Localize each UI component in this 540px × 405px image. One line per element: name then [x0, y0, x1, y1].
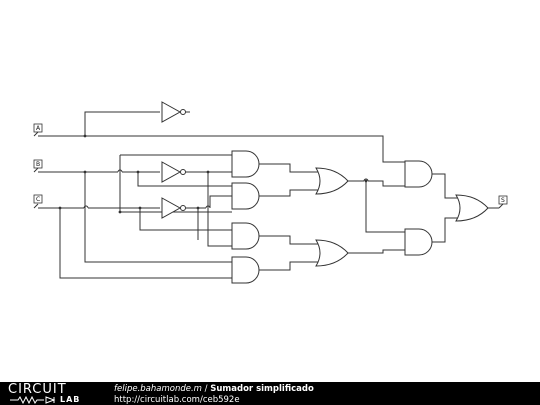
svg-text:A: A — [36, 125, 41, 132]
wire-crossings — [83, 169, 369, 209]
circuit-schematic: A B C S — [33, 101, 508, 284]
separator: / — [201, 384, 211, 394]
circuitlab-logo[interactable]: CIRCUIT LAB — [8, 382, 100, 404]
not-gate-c — [161, 197, 186, 219]
and-gate-3 — [231, 222, 260, 250]
output-pin-s[interactable]: S — [498, 195, 508, 209]
not-gate-b — [161, 161, 186, 183]
svg-text:B: B — [36, 161, 40, 168]
circuit-info: felipe.bahamonde.m / Sumador simplificad… — [114, 384, 314, 405]
and-gate-5 — [404, 160, 433, 188]
and-gate-1 — [231, 150, 260, 178]
not-gate-a — [161, 101, 186, 123]
or-gate-2 — [315, 239, 349, 267]
input-pin-a[interactable]: A — [33, 123, 43, 137]
or-gate-final — [455, 194, 489, 222]
circuit-title: Sumador simplificado — [210, 384, 314, 394]
junction-dots — [58, 134, 368, 214]
and-gate-6 — [404, 228, 433, 256]
and-gate-4 — [231, 256, 260, 284]
logo-wordmark-top: CIRCUIT — [8, 382, 67, 397]
input-pin-c[interactable]: C — [33, 194, 43, 209]
svg-text:C: C — [36, 196, 40, 203]
and-gate-2 — [231, 182, 260, 210]
resistor-icon — [10, 396, 56, 404]
svg-text:S: S — [501, 197, 505, 204]
logo-wordmark-bottom: LAB — [60, 395, 81, 404]
wires — [38, 111, 499, 279]
footer-bar: CIRCUIT LAB felipe.bahamonde.m / Sumador… — [0, 382, 540, 405]
circuit-url[interactable]: http://circuitlab.com/ceb592e — [114, 394, 240, 405]
author-link[interactable]: felipe.bahamonde.m — [114, 384, 202, 394]
or-gate-1 — [315, 167, 349, 195]
input-pin-b[interactable]: B — [33, 159, 43, 173]
